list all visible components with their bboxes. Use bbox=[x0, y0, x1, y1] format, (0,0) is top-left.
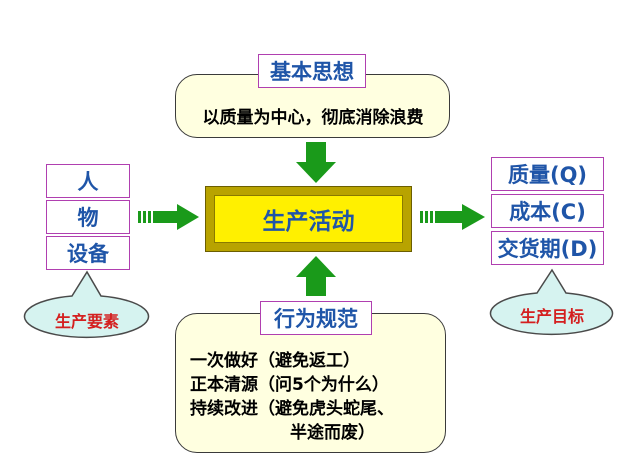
output-cost: 成本(C) bbox=[491, 194, 604, 228]
norms-line-1: 一次做好（避免返工） bbox=[190, 351, 360, 371]
core-activity: 生产活动 bbox=[205, 186, 412, 252]
input-people: 人 bbox=[46, 164, 130, 198]
norms-list: 一次做好（避免返工） 正本清源（问5个为什么） 持续改进（避免虎头蛇尾、 半途而… bbox=[190, 346, 440, 446]
output-quality: 质量(Q) bbox=[491, 157, 604, 191]
thought-text: 以质量为中心，彻底消除浪费 bbox=[202, 108, 424, 128]
norms-box bbox=[175, 313, 446, 453]
norms-title: 行为规范 bbox=[260, 301, 372, 335]
input-materials: 物 bbox=[46, 200, 130, 234]
norms-line-2: 正本清源（问5个为什么） bbox=[190, 375, 389, 395]
arrow-up-icon bbox=[296, 256, 336, 296]
outputs-bubble-label: 生产目标 bbox=[519, 307, 584, 326]
norms-line-3: 持续改进（避免虎头蛇尾、 bbox=[190, 399, 394, 419]
inputs-bubble-label: 生产要素 bbox=[54, 312, 119, 331]
norms-line-4: 半途而废） bbox=[290, 423, 375, 443]
arrow-down-icon bbox=[296, 142, 336, 183]
input-equipment: 设备 bbox=[46, 236, 130, 270]
output-delivery: 交货期(D) bbox=[491, 231, 604, 265]
thought-title: 基本思想 bbox=[258, 54, 366, 88]
arrow-right-input-icon bbox=[138, 204, 199, 230]
bubble-outputs-shape bbox=[489, 268, 614, 336]
core-activity-label: 生产活动 bbox=[214, 195, 403, 243]
arrow-right-output-icon bbox=[420, 204, 485, 230]
bubble-inputs-shape bbox=[23, 270, 150, 339]
